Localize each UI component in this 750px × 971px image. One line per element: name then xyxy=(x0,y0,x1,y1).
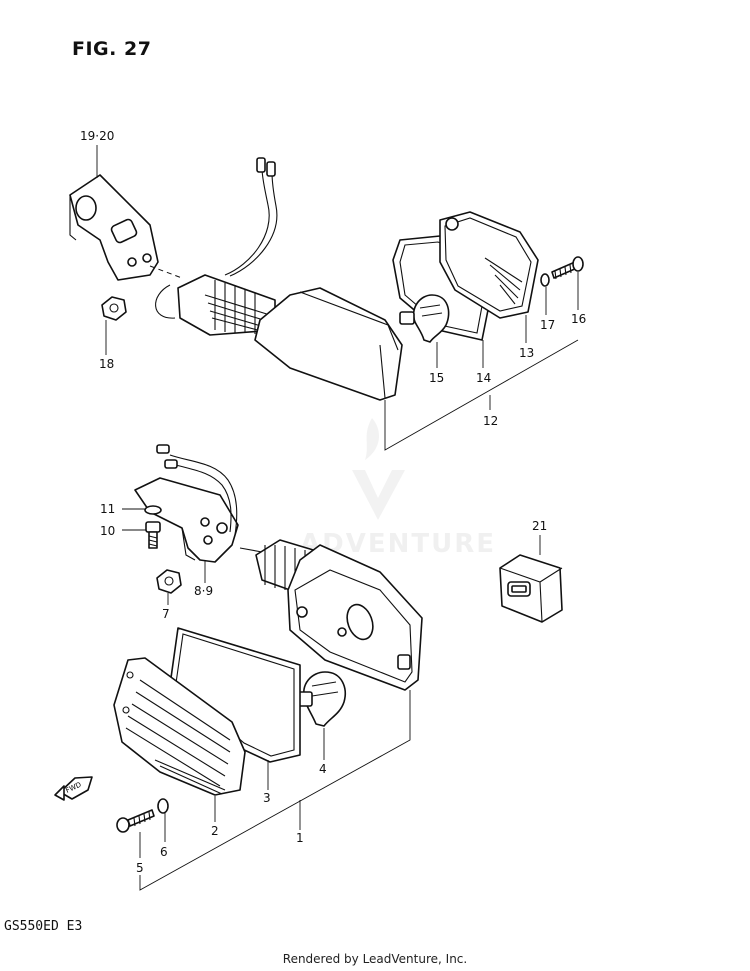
callout-5: 5 xyxy=(136,861,144,875)
callout-3: 3 xyxy=(263,791,271,805)
lower-washer xyxy=(157,798,169,814)
callout-4: 4 xyxy=(319,762,327,776)
callout-14: 14 xyxy=(476,371,491,385)
leader-1-bracket xyxy=(139,690,411,891)
leader-12-bracket xyxy=(384,339,579,451)
forward-arrow-icon: FWD xyxy=(54,776,93,801)
upper-lens xyxy=(439,211,539,319)
upper-bracket xyxy=(69,174,159,281)
callout-13: 13 xyxy=(519,346,534,360)
model-label: GS550ED E3 xyxy=(4,919,83,934)
upper-turn-signal-body xyxy=(155,274,403,401)
callout-1: 1 xyxy=(296,831,304,845)
callout-11: 11 xyxy=(100,502,115,516)
lower-lock-washer xyxy=(144,505,162,515)
callout-7: 7 xyxy=(162,607,170,621)
callout-6: 6 xyxy=(160,845,168,859)
callout-15: 15 xyxy=(429,371,444,385)
lower-wire xyxy=(156,444,238,536)
upper-nut xyxy=(101,296,127,321)
lower-bulb xyxy=(297,671,346,727)
upper-wire xyxy=(224,157,278,277)
bracket-mount-line xyxy=(149,265,183,279)
callout-17: 17 xyxy=(540,318,555,332)
callout-12: 12 xyxy=(483,414,498,428)
callout-16: 16 xyxy=(571,312,586,326)
upper-bulb xyxy=(399,294,450,343)
figure-title: FIG. 27 xyxy=(72,38,152,60)
lower-screw xyxy=(116,809,155,833)
callout-19-20: 19·20 xyxy=(80,129,114,143)
upper-screw xyxy=(551,256,584,280)
upper-washer xyxy=(540,273,550,287)
callout-10: 10 xyxy=(100,524,115,538)
callout-21: 21 xyxy=(532,519,547,533)
footer-credit: Rendered by LeadVenture, Inc. xyxy=(282,952,468,966)
watermark-logo: ADVENTURE xyxy=(300,418,494,559)
callout-18: 18 xyxy=(99,357,114,371)
lower-turn-signal-body xyxy=(239,539,423,691)
relay xyxy=(499,554,563,623)
callout-8-9: 8·9 xyxy=(194,584,213,598)
lower-lens xyxy=(113,657,246,796)
lower-nut xyxy=(156,569,182,594)
lower-bolt xyxy=(145,521,161,549)
callout-2: 2 xyxy=(211,824,219,838)
lower-bracket xyxy=(134,477,239,563)
